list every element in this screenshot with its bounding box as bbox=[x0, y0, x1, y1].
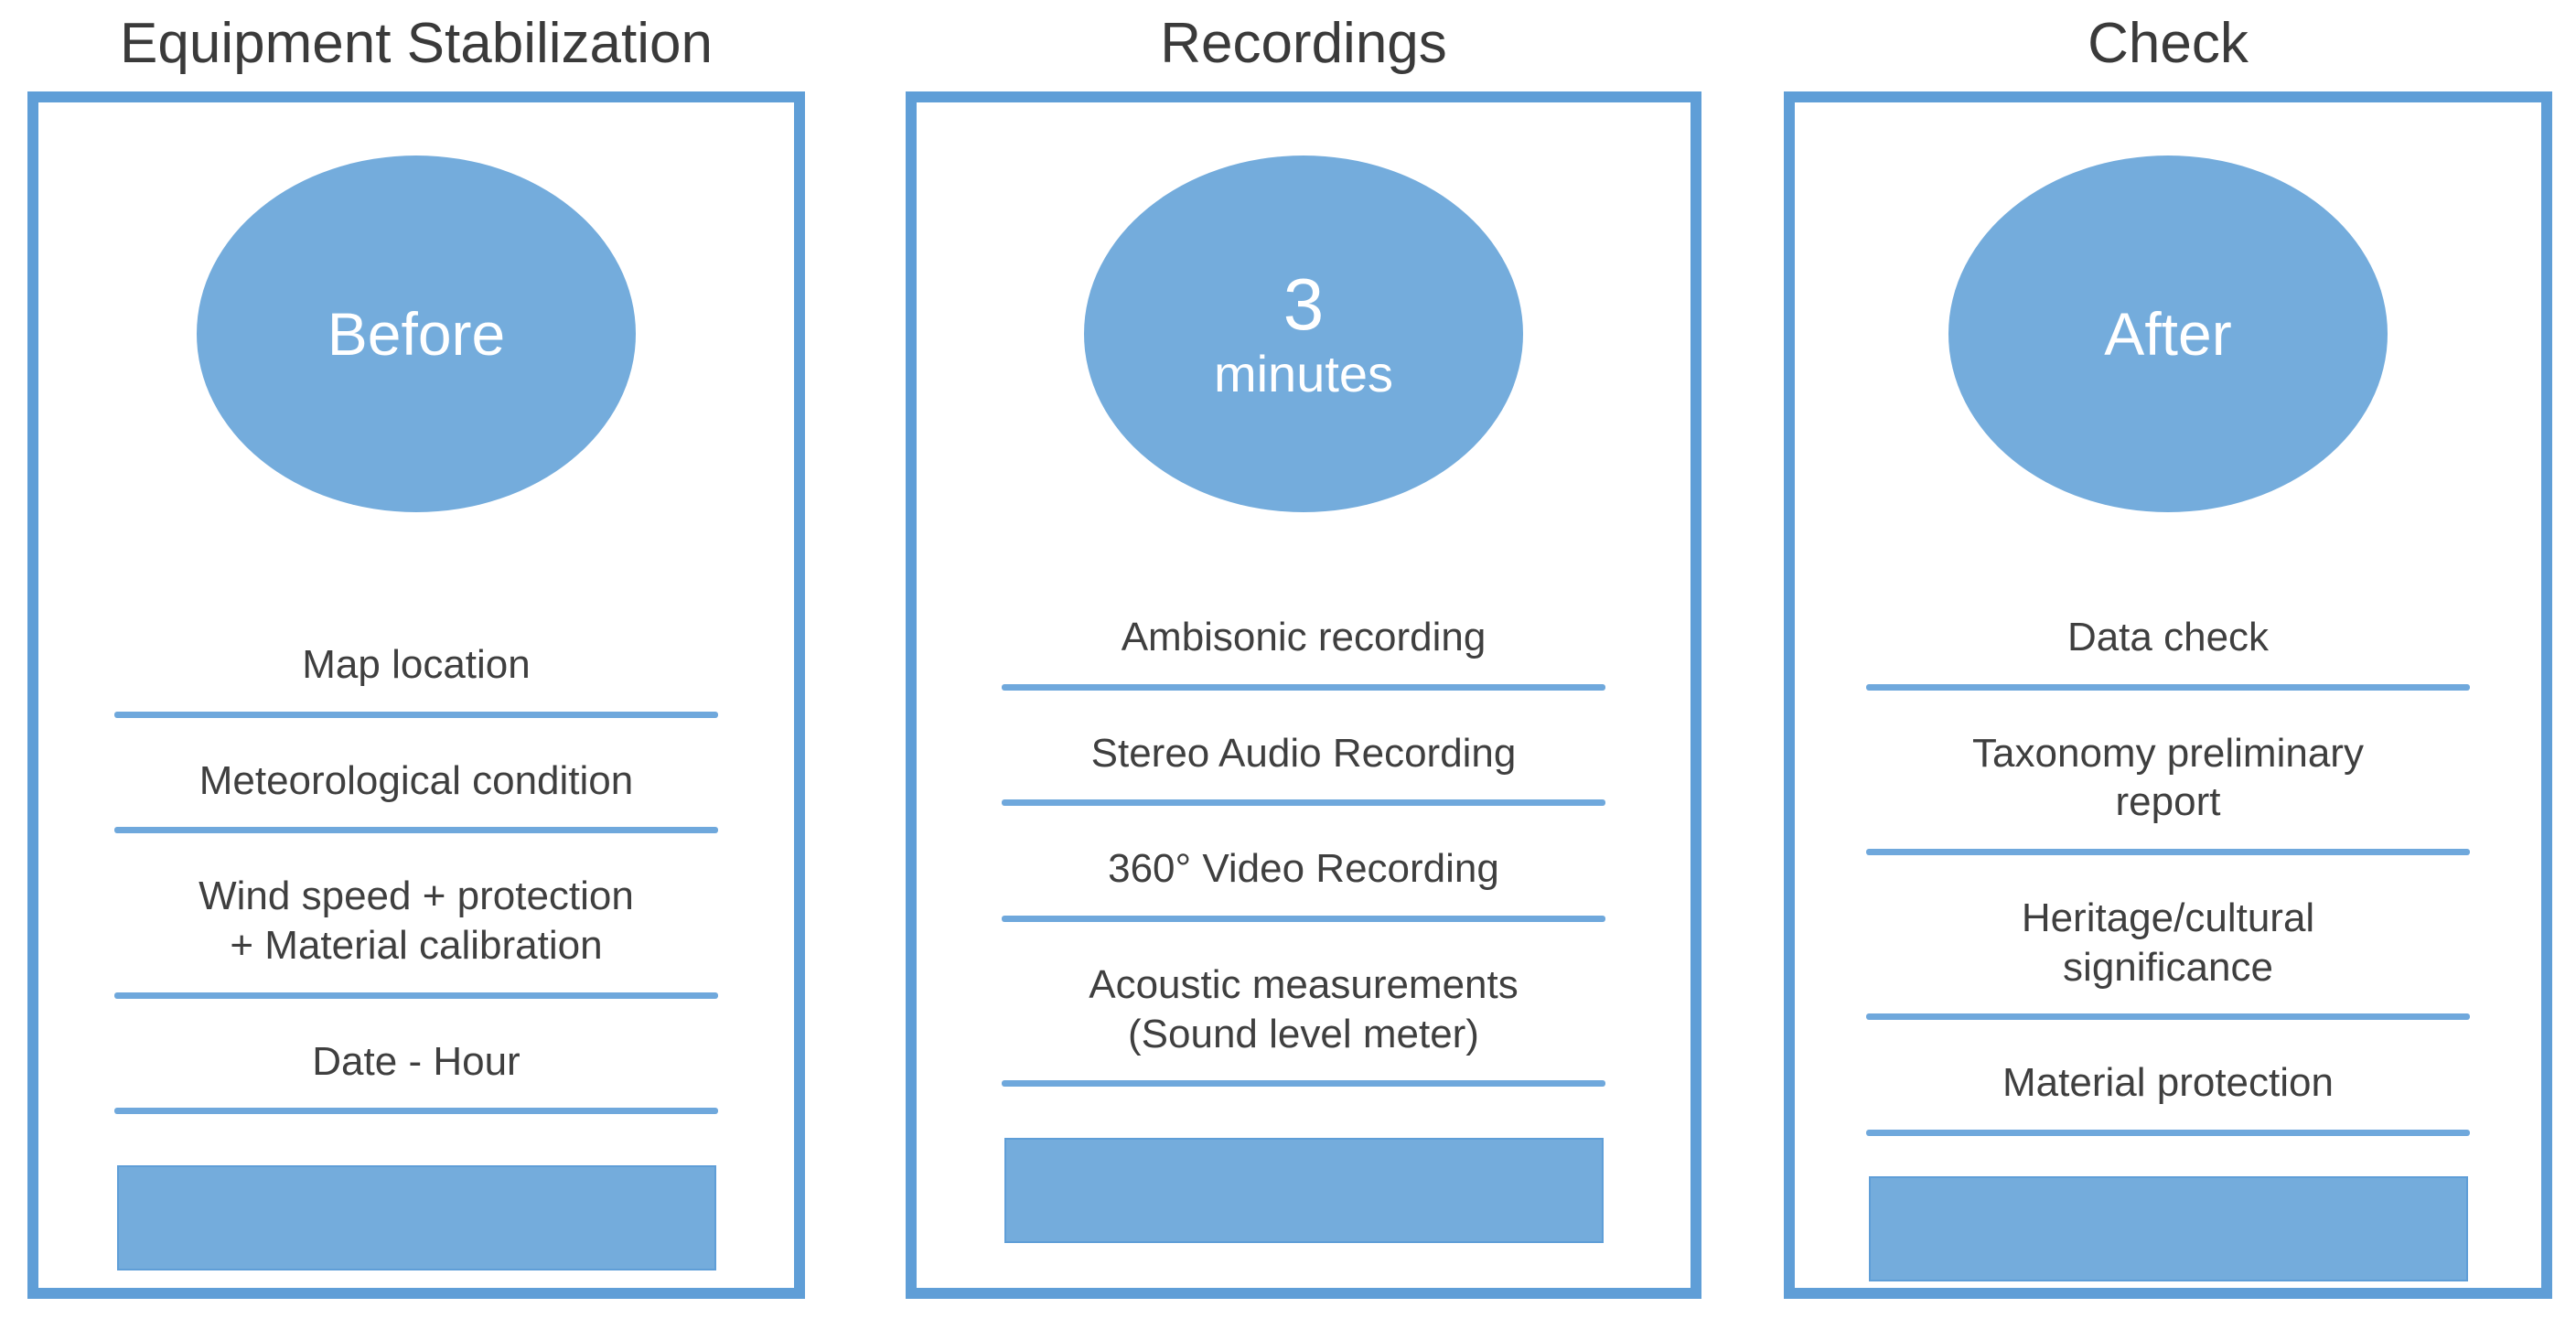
list-item: Wind speed + protection + Material calib… bbox=[199, 874, 634, 969]
separator-line bbox=[114, 1108, 718, 1115]
recordings-panel: 3 minutes Ambisonic recording Stereo Aud… bbox=[906, 91, 1701, 1299]
separator-line bbox=[1866, 683, 2470, 691]
list-item: Date - Hour bbox=[312, 1038, 521, 1084]
column-title: Check bbox=[2088, 12, 2249, 75]
ellipse-label: 3 bbox=[1283, 263, 1325, 345]
separator-line bbox=[1002, 683, 1605, 691]
list-item: Ambisonic recording bbox=[1121, 615, 1487, 659]
column-recordings: Recordings 3 minutes Ambisonic recording… bbox=[906, 0, 1701, 1299]
item-list: Map location Meteorological condition Wi… bbox=[114, 640, 718, 1115]
separator-line bbox=[1866, 1013, 2470, 1021]
column-check: Check After Data check Taxonomy prelimin… bbox=[1784, 0, 2552, 1299]
item-list: Data check Taxonomy preliminary report H… bbox=[1866, 613, 2470, 1137]
check-panel: After Data check Taxonomy preliminary re… bbox=[1784, 91, 2552, 1299]
ellipse-sublabel: minutes bbox=[1213, 344, 1394, 402]
column-title: Equipment Stabilization bbox=[120, 12, 713, 75]
duration-ellipse: 3 minutes bbox=[1084, 155, 1523, 512]
separator-line bbox=[1866, 849, 2470, 856]
separator-line bbox=[1002, 1080, 1605, 1088]
list-item: Data check bbox=[2066, 615, 2270, 659]
bottom-bar bbox=[1004, 1138, 1604, 1244]
list-item: Map location bbox=[302, 642, 531, 687]
bottom-bar bbox=[116, 1165, 716, 1271]
bottom-bar bbox=[1868, 1176, 2468, 1282]
item-list: Ambisonic recording Stereo Audio Recordi… bbox=[1002, 613, 1605, 1088]
ellipse-label: Before bbox=[327, 299, 506, 368]
separator-line bbox=[114, 711, 718, 718]
list-item: Heritage/cultural significance bbox=[2021, 895, 2315, 990]
before-ellipse: Before bbox=[197, 155, 636, 512]
column-title: Recordings bbox=[1160, 12, 1447, 75]
ellipse-label: After bbox=[2104, 299, 2232, 368]
separator-line bbox=[114, 992, 718, 999]
column-equipment-stabilization: Equipment Stabilization Before Map locat… bbox=[27, 0, 805, 1299]
list-item: Stereo Audio Recording bbox=[1090, 730, 1517, 776]
separator-line bbox=[1866, 1130, 2470, 1137]
separator-line bbox=[114, 827, 718, 834]
list-item: 360° Video Recording bbox=[1108, 846, 1499, 892]
list-item: Meteorological condition bbox=[199, 757, 634, 803]
list-item: Material protection bbox=[2002, 1060, 2334, 1106]
after-ellipse: After bbox=[1948, 155, 2388, 512]
equipment-stabilization-panel: Before Map location Meteorological condi… bbox=[27, 91, 805, 1299]
separator-line bbox=[1002, 799, 1605, 807]
separator-line bbox=[1002, 916, 1605, 923]
list-item: Acoustic measurements (Sound level meter… bbox=[1089, 962, 1519, 1056]
list-item: Taxonomy preliminary report bbox=[1972, 730, 2364, 825]
